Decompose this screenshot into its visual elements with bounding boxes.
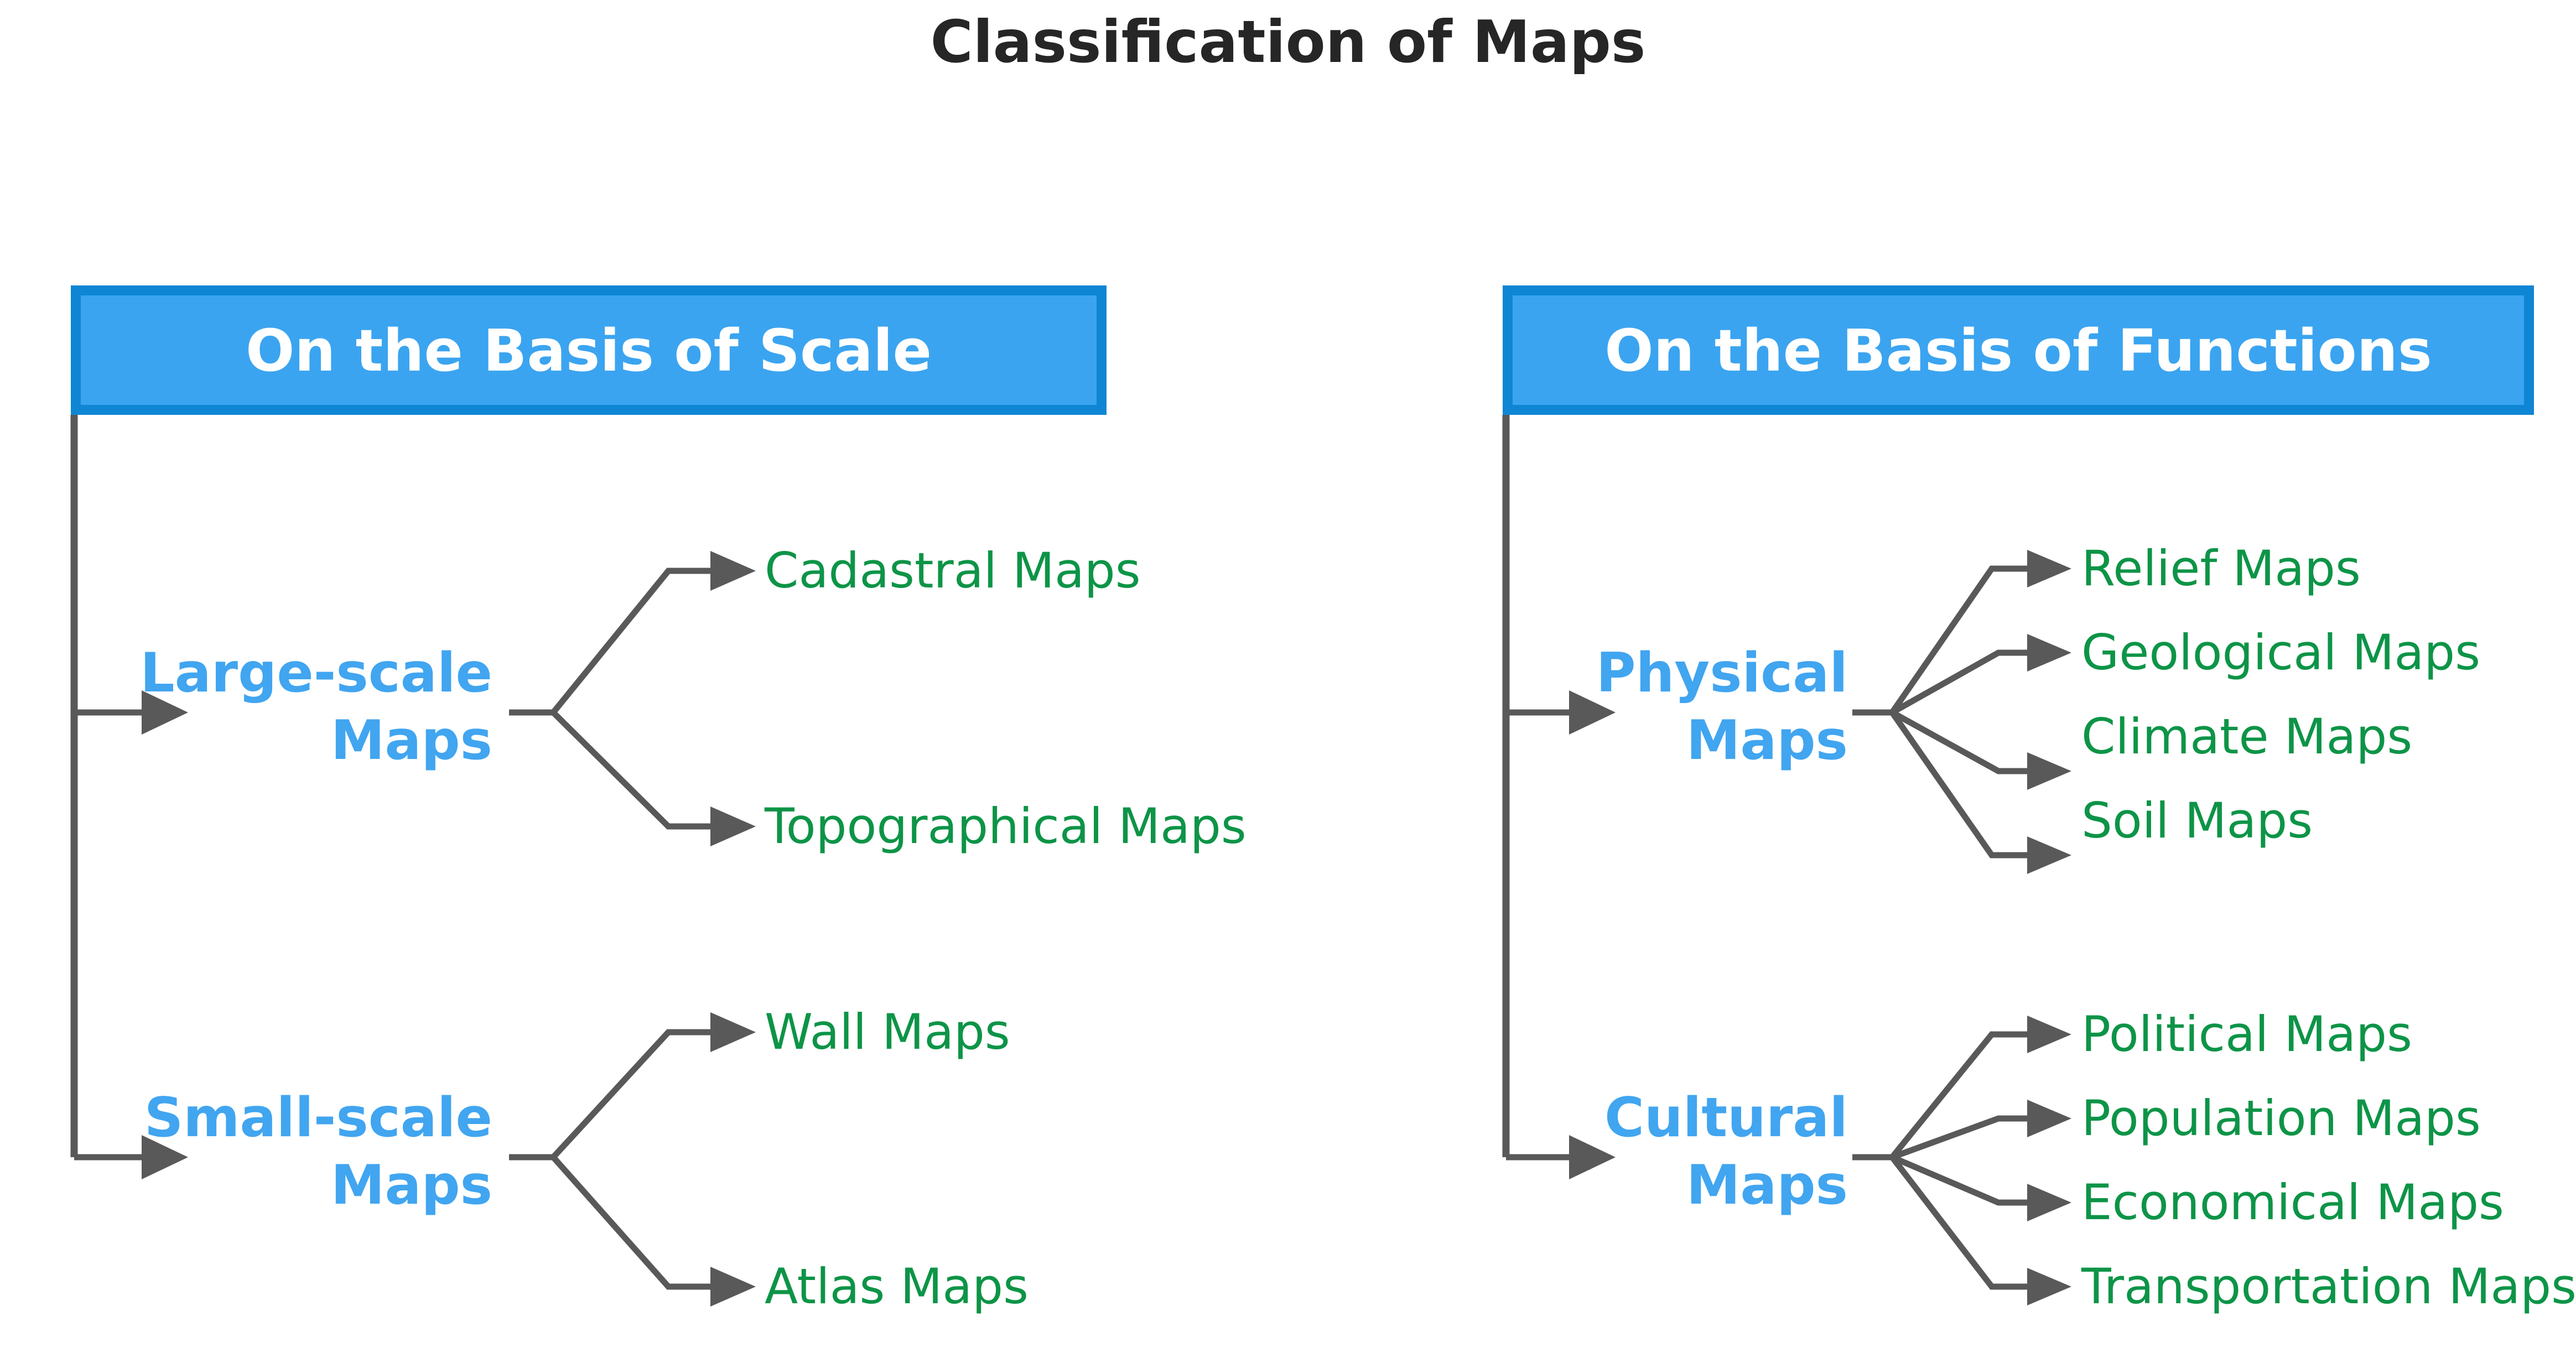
header-box-functions-fill (1513, 295, 2524, 405)
category-small-scale-maps-line1: Small-scale (144, 1086, 492, 1149)
leaf-label-population-maps: Population Maps (2081, 1090, 2481, 1147)
fan-physical-maps (1852, 550, 2071, 874)
fan-small-scale-maps (509, 1012, 756, 1307)
category-large-scale-maps[interactable]: Large-scale Maps (140, 642, 492, 772)
leaf-label-transportation-maps: Transportation Maps (2081, 1258, 2576, 1315)
column-scale: On the Basis of Scale Large-scale Maps (70, 285, 1247, 1315)
category-physical-maps-line2: Maps (1686, 709, 1848, 772)
header-box-functions-label: On the Basis of Functions (1604, 317, 2432, 384)
connector-scale-to-large-scale (74, 690, 188, 735)
leaf-label-climate-maps: Climate Maps (2081, 708, 2412, 765)
leaf-label-cadastral-maps: Cadastral Maps (765, 542, 1141, 599)
category-physical-maps[interactable]: Physical Maps (1596, 642, 1848, 772)
category-cultural-maps-line1: Cultural (1604, 1086, 1848, 1149)
leaf-label-economical-maps: Economical Maps (2081, 1174, 2504, 1231)
leaf-label-relief-maps: Relief Maps (2081, 540, 2361, 597)
connector-functions-to-physical (1506, 690, 1616, 735)
leaf-label-soil-maps: Soil Maps (2081, 792, 2313, 849)
leaf-label-wall-maps: Wall Maps (765, 1003, 1010, 1060)
category-cultural-maps-line2: Maps (1686, 1154, 1848, 1217)
category-small-scale-maps-line2: Maps (331, 1154, 492, 1217)
leaf-label-atlas-maps: Atlas Maps (765, 1258, 1029, 1315)
column-functions: On the Basis of Functions Physical Maps (1502, 285, 2576, 1315)
fan-large-scale-maps (509, 551, 756, 846)
page-title: Classification of Maps (931, 8, 1646, 76)
connector-functions-to-cultural (1506, 1135, 1616, 1179)
header-box-scale-fill (81, 295, 1097, 405)
category-physical-maps-line1: Physical (1596, 642, 1848, 705)
category-small-scale-maps[interactable]: Small-scale Maps (144, 1086, 492, 1217)
header-box-scale[interactable]: On the Basis of Scale (71, 285, 1107, 415)
header-box-functions[interactable]: On the Basis of Functions (1503, 285, 2534, 415)
fan-cultural-maps (1852, 1016, 2071, 1305)
category-large-scale-maps-line1: Large-scale (140, 642, 492, 705)
category-large-scale-maps-line2: Maps (331, 709, 492, 772)
leaf-label-political-maps: Political Maps (2081, 1006, 2412, 1063)
leaf-label-geological-maps: Geological Maps (2081, 624, 2480, 681)
category-cultural-maps[interactable]: Cultural Maps (1604, 1086, 1848, 1217)
connector-scale-to-small-scale (74, 1135, 188, 1179)
leaf-label-topographical-maps: Topographical Maps (764, 798, 1247, 855)
header-box-scale-label: On the Basis of Scale (246, 317, 932, 384)
